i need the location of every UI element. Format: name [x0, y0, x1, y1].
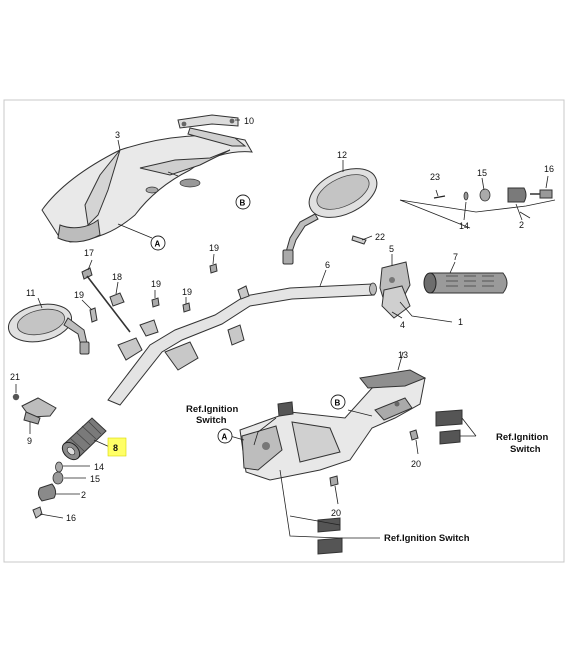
marker-a-top: A	[150, 235, 166, 251]
bracket-part	[177, 114, 247, 147]
left-grip-part	[61, 417, 107, 461]
callout-20-a: 20	[411, 459, 421, 469]
lower-cover-part	[239, 369, 427, 481]
handlebar-part	[107, 282, 377, 406]
callout-2-right: 2	[519, 220, 524, 230]
ref-ignition-switch-bottom: Ref.Ignition Switch	[384, 533, 470, 544]
callout-6: 6	[325, 260, 330, 270]
marker-b-lower: B	[330, 394, 346, 410]
svg-text:Ref.Ignition: Ref.Ignition	[496, 432, 548, 443]
left-mirror-part	[7, 303, 90, 355]
svg-text:Switch: Switch	[510, 444, 541, 455]
ref-ignition-switch-top: Ref.Ignition Switch	[186, 404, 238, 426]
callout-14-right: 14	[459, 221, 469, 231]
svg-text:B: B	[335, 399, 341, 408]
ignition-switch-parts	[277, 401, 463, 555]
marker-b-top: B	[235, 194, 251, 210]
svg-text:B: B	[240, 199, 246, 208]
callout-labels: 1 2 2 3 4 5 6 7 9 10 11 12 13 14 14 15 1…	[10, 116, 554, 523]
callout-2-left: 2	[81, 490, 86, 500]
callout-8-highlight: 8	[107, 437, 127, 457]
svg-text:Ref.Ignition Switch: Ref.Ignition Switch	[384, 533, 470, 544]
leader-lines	[15, 119, 549, 539]
bar-end-parts-left	[12, 393, 64, 519]
callout-11: 11	[26, 288, 35, 298]
svg-text:A: A	[155, 240, 161, 249]
callout-17: 17	[84, 248, 94, 258]
bar-end-parts-right	[399, 187, 556, 229]
handlebar-clamps	[117, 285, 250, 371]
callout-3: 3	[115, 130, 120, 140]
callout-4: 4	[400, 320, 405, 330]
callout-10: 10	[244, 116, 254, 126]
callout-12: 12	[337, 150, 347, 160]
callout-19-a: 19	[209, 243, 219, 253]
callout-14-left: 14	[94, 462, 104, 472]
callout-22: 22	[375, 232, 385, 242]
right-switch-housing-part	[351, 235, 411, 319]
callout-18: 18	[112, 272, 122, 282]
callout-5: 5	[389, 244, 394, 254]
callout-1: 1	[458, 317, 463, 327]
callout-19-c: 19	[182, 287, 192, 297]
callout-9: 9	[27, 436, 32, 446]
callout-13: 13	[398, 350, 408, 360]
callout-7: 7	[453, 252, 458, 262]
right-grip-part	[423, 272, 508, 294]
callout-19-b: 19	[151, 279, 161, 289]
ref-ignition-switch-right: Ref.Ignition Switch	[496, 432, 548, 455]
svg-text:Ref.Ignition: Ref.Ignition	[186, 404, 238, 415]
diagram-frame	[3, 99, 565, 563]
fasteners	[81, 263, 419, 487]
callout-16-right: 16	[544, 164, 554, 174]
callout-20-b: 20	[331, 508, 341, 518]
callout-16-left: 16	[66, 513, 76, 523]
callout-15-left: 15	[90, 474, 100, 484]
callout-15-right: 15	[477, 168, 487, 178]
right-mirror-part	[282, 168, 378, 265]
svg-text:Switch: Switch	[196, 415, 227, 426]
callout-21: 21	[10, 372, 20, 382]
svg-text:A: A	[222, 433, 228, 442]
svg-text:8: 8	[113, 443, 118, 453]
handlebar-cover-part	[41, 135, 253, 243]
callout-19-d: 19	[74, 290, 84, 300]
callout-23: 23	[430, 172, 440, 182]
marker-a-lower: A	[217, 428, 233, 444]
